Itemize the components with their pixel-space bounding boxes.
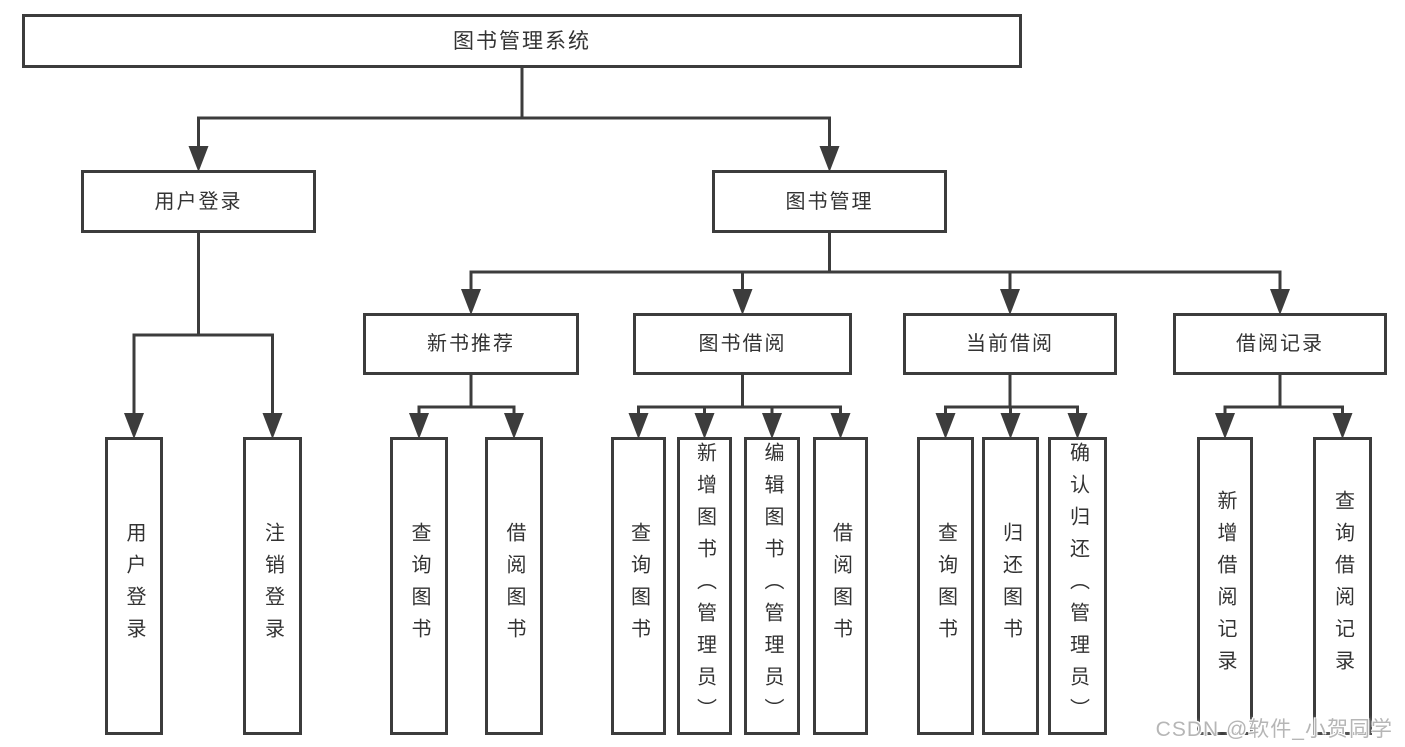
node-leaf-logout: 注销登录 [243,437,302,735]
node-leaf-rec-query-books: 查询图书 [390,437,448,735]
node-user-login: 用户登录 [81,170,316,233]
node-leaf-bb-add-books: 新增图书（管理员） [677,437,732,735]
node-leaf-bb-query-books: 查询图书 [611,437,666,735]
node-leaf-cb-return-books: 归还图书 [982,437,1039,735]
node-leaf-user-login: 用户登录 [105,437,163,735]
node-book-mgmt: 图书管理 [712,170,947,233]
node-borrow-records: 借阅记录 [1173,313,1387,375]
node-leaf-br-add-record: 新增借阅记录 [1197,437,1253,735]
node-new-book-rec: 新书推荐 [363,313,579,375]
node-leaf-cb-query-books: 查询图书 [917,437,974,735]
node-leaf-cb-confirm-return: 确认归还（管理员） [1048,437,1107,735]
node-leaf-bb-edit-books: 编辑图书（管理员） [744,437,800,735]
node-book-borrow: 图书借阅 [633,313,852,375]
node-leaf-bb-borrow-books: 借阅图书 [813,437,868,735]
node-root: 图书管理系统 [22,14,1022,68]
node-leaf-rec-borrow-books: 借阅图书 [485,437,543,735]
node-leaf-br-query-record: 查询借阅记录 [1313,437,1372,735]
node-current-borrow: 当前借阅 [903,313,1117,375]
